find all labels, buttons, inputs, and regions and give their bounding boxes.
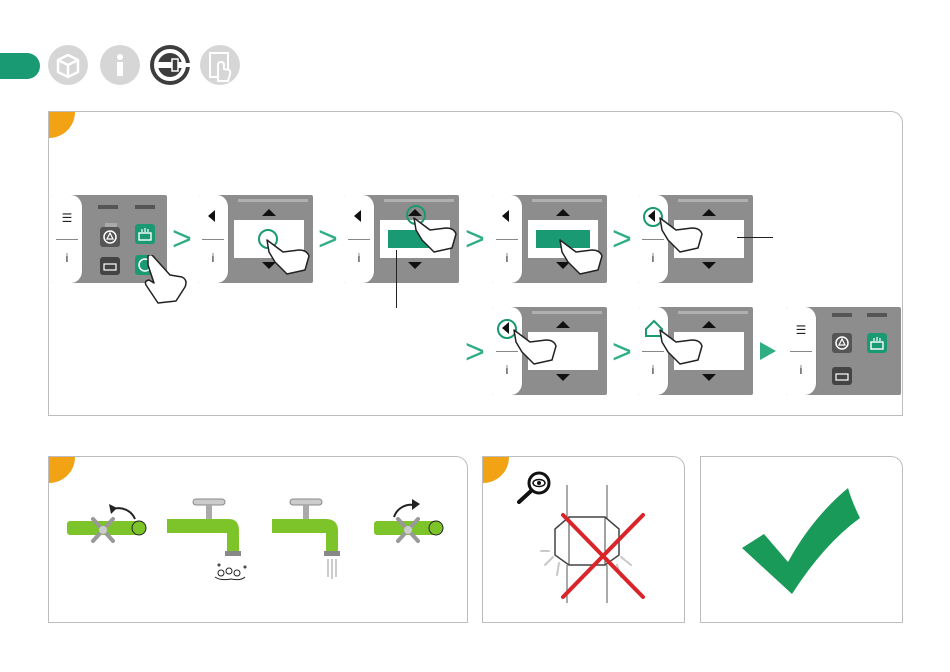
steering-control-icon	[150, 45, 190, 85]
tap-finger-icon	[412, 210, 467, 255]
arrow-down-icon[interactable]	[702, 262, 716, 269]
tap-dripping-icon	[165, 495, 255, 590]
tap-finger-icon	[512, 322, 567, 367]
info-button[interactable]: i	[52, 251, 82, 265]
heating-icon[interactable]	[135, 224, 155, 244]
next-step-icon: >	[465, 222, 485, 256]
back-arrow-icon[interactable]	[208, 210, 215, 222]
back-arrow-icon[interactable]	[354, 210, 361, 222]
tap-closed-icon	[65, 495, 155, 555]
next-step-icon: >	[612, 335, 632, 369]
menu-icon[interactable]: ☰	[786, 323, 816, 337]
pipe-joint-icon	[535, 485, 645, 603]
device-button-strip[interactable]: ☰ i	[786, 307, 817, 395]
checkmark-icon	[742, 488, 862, 598]
device-button-strip[interactable]: i	[492, 195, 523, 283]
tap-open-icon	[372, 495, 457, 555]
pump-icon	[832, 333, 852, 353]
tap-running-icon	[270, 495, 360, 580]
boiler-icon	[832, 367, 852, 385]
callout-line	[396, 250, 397, 308]
arrow-down-icon[interactable]	[556, 374, 570, 381]
boiler-icon	[100, 257, 120, 275]
touch-device-icon	[200, 45, 240, 85]
next-step-icon: >	[612, 222, 632, 256]
arrow-down-icon[interactable]	[702, 374, 716, 381]
next-step-icon: >	[465, 335, 485, 369]
step-marker	[49, 457, 75, 483]
tap-finger-icon	[265, 232, 320, 277]
step-marker	[49, 112, 75, 138]
device-button-strip[interactable]: i	[344, 195, 375, 283]
info-button[interactable]: i	[344, 251, 374, 265]
menu-icon[interactable]: ☰	[52, 211, 82, 225]
section-tab	[0, 53, 40, 79]
arrow-up-icon[interactable]	[262, 209, 276, 216]
step-marker	[483, 457, 509, 483]
tap-finger-icon	[658, 322, 713, 367]
heating-icon[interactable]	[867, 333, 887, 353]
back-arrow-icon[interactable]	[502, 210, 509, 222]
package-icon	[48, 45, 88, 85]
device-final-home-screen[interactable]: ☰ i	[786, 307, 901, 395]
tap-finger-icon	[658, 210, 713, 255]
result-arrow-icon	[760, 342, 776, 360]
device-button-strip[interactable]: ☰ i	[52, 195, 83, 283]
info-button[interactable]: i	[198, 251, 228, 265]
next-step-icon: >	[318, 222, 338, 256]
tap-finger-icon	[558, 232, 613, 277]
info-button[interactable]: i	[492, 251, 522, 265]
arrow-up-icon[interactable]	[556, 209, 570, 216]
info-icon	[100, 45, 140, 85]
tap-finger-icon	[140, 255, 195, 305]
arrow-down-icon[interactable]	[408, 262, 422, 269]
info-button[interactable]: i	[786, 363, 816, 377]
device-button-strip[interactable]: i	[198, 195, 229, 283]
pump-icon	[100, 227, 120, 247]
next-step-icon: >	[172, 222, 192, 256]
callout-line	[737, 237, 773, 238]
